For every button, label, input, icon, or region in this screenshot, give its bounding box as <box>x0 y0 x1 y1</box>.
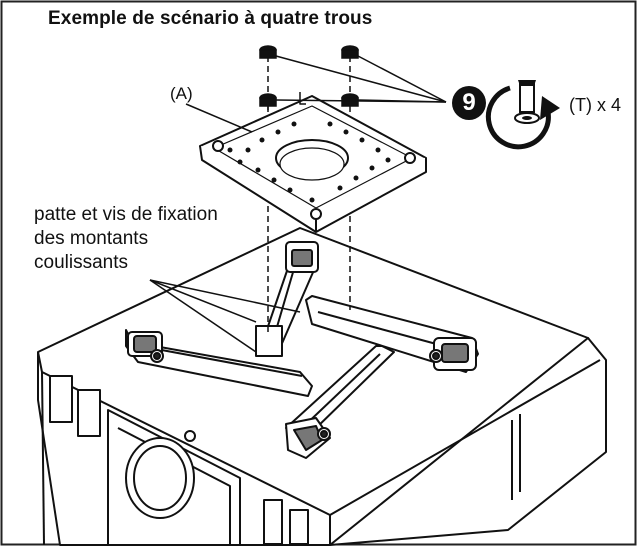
leader-lines <box>149 55 447 353</box>
side-vent-2 <box>77 389 101 437</box>
callout-line-2: des montants <box>34 228 149 249</box>
screw-4 <box>341 93 359 107</box>
screw-3 <box>259 93 277 107</box>
bracket-hub <box>255 325 283 357</box>
front-vent-2 <box>289 509 309 545</box>
callout-line-3: coulissants <box>34 252 128 273</box>
projector-right-side <box>329 337 607 546</box>
screw-2 <box>341 45 359 59</box>
bracket-callout: patte et vis de fixation des montants co… <box>34 203 284 275</box>
plate-label: (A) <box>170 84 193 103</box>
screw-1 <box>259 45 277 59</box>
front-vent-1 <box>263 499 283 545</box>
side-vent-1 <box>49 375 73 423</box>
step-number-badge: 9 <box>452 86 486 120</box>
mounting-plate <box>199 92 427 233</box>
callout-line-1: patte et vis de fixation <box>34 204 218 225</box>
page-title: Exemple de scénario à quatre trous <box>48 8 373 29</box>
screws <box>259 45 359 107</box>
clockwise-arrow-icon <box>485 85 551 150</box>
slide-brackets <box>125 241 479 459</box>
front-knob <box>184 430 196 442</box>
torque-label: (T) x 4 <box>569 95 621 115</box>
projector-body <box>37 227 607 546</box>
screwdriver-turn-icon <box>485 80 560 150</box>
